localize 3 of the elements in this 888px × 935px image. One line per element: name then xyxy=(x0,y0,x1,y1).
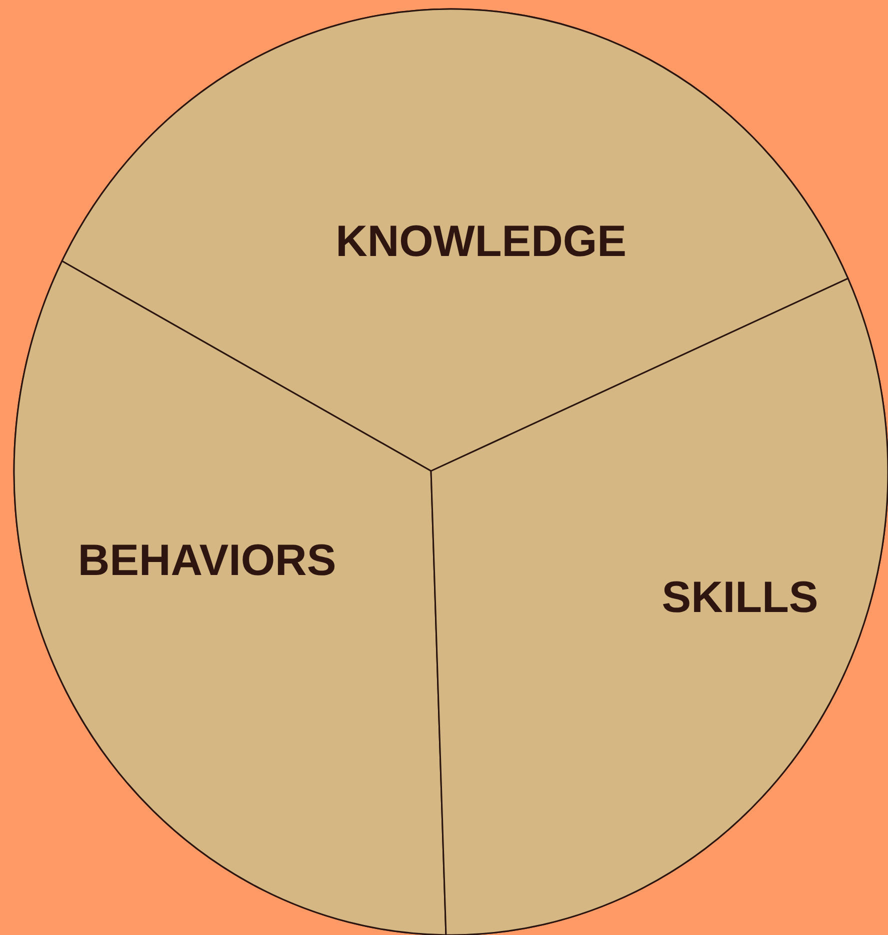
sector-label: SKILLS xyxy=(662,573,818,622)
sector-label: BEHAVIORS xyxy=(78,536,336,585)
sector-label: KNOWLEDGE xyxy=(336,217,626,266)
